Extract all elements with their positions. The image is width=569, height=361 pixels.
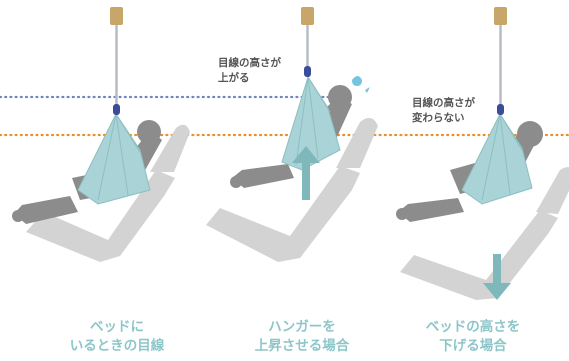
- hook: [497, 104, 504, 115]
- hook: [304, 66, 311, 77]
- annotation-raised: 目線の高さが 上がる: [218, 56, 281, 86]
- caption-in-bed: ベッドに いるときの目線: [22, 318, 212, 356]
- hanger: [301, 7, 314, 77]
- annotation-raised-line1: 目線の高さが: [218, 57, 281, 69]
- sling: [461, 112, 533, 205]
- caption-bed-lowered-line1: ベッドの高さを: [425, 319, 521, 335]
- caption-hanger-raised-line1: ハンガーを: [268, 319, 336, 335]
- caption-hanger-raised-line2: 上昇させる場合: [254, 338, 350, 354]
- annotation-unchanged: 目線の高さが 変わらない: [412, 96, 475, 126]
- hanger: [494, 7, 507, 115]
- scene-bed-lowered: [396, 7, 569, 300]
- sling: [281, 75, 341, 171]
- annotation-raised-line2: 上がる: [218, 72, 250, 84]
- sling: [77, 113, 151, 205]
- bed: [206, 117, 378, 262]
- hook: [113, 104, 120, 115]
- annotation-unchanged-line1: 目線の高さが: [412, 97, 475, 109]
- hanger-cap: [494, 7, 507, 25]
- annotation-unchanged-line2: 変わらない: [412, 112, 465, 124]
- arrow-up-icon: [292, 146, 320, 200]
- hanger-cap: [110, 7, 123, 25]
- hanger-cap: [301, 7, 314, 25]
- sweat-drop-icon: [352, 76, 370, 93]
- caption-in-bed-line1: ベッドに: [90, 319, 144, 335]
- hanger: [110, 7, 123, 115]
- caption-in-bed-line2: いるときの目線: [69, 338, 165, 354]
- scene-in-bed: [12, 7, 190, 262]
- caption-bed-lowered-line2: 下げる場合: [439, 338, 507, 354]
- caption-bed-lowered: ベッドの高さを 下げる場合: [378, 318, 568, 356]
- caption-hanger-raised: ハンガーを 上昇させる場合: [207, 318, 397, 356]
- scene-hanger-raised: [206, 7, 378, 262]
- bed: [26, 124, 190, 262]
- bed: [400, 167, 569, 300]
- arrow-down-icon: [483, 254, 511, 300]
